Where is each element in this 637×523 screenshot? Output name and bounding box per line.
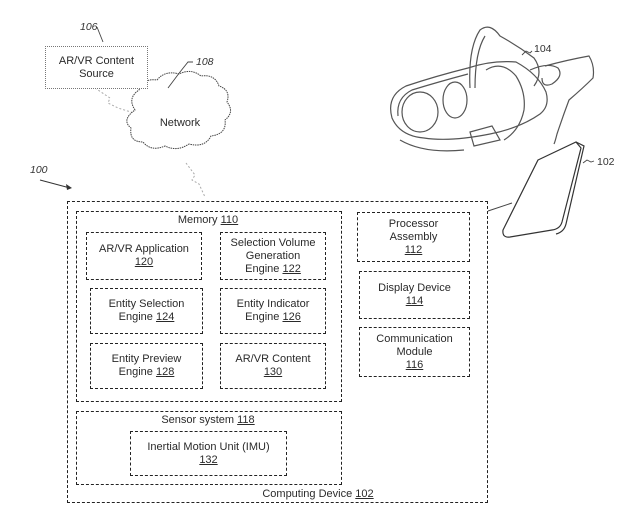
module-entity-selection-engine: Entity Selection Engine 124 bbox=[90, 288, 203, 334]
content-source-line1: AR/VR Content bbox=[58, 54, 135, 67]
leader-108 bbox=[167, 61, 193, 89]
network-cloud-icon bbox=[126, 70, 231, 150]
leader-102 bbox=[582, 159, 595, 164]
system-arrow-icon bbox=[39, 179, 71, 189]
communication-module-box: Communication Module 116 bbox=[359, 327, 470, 377]
module-selection-volume-engine: Selection Volume Generation Engine 122 bbox=[220, 232, 326, 280]
content-source-box: AR/VR Content Source bbox=[45, 46, 148, 89]
content-source-line2: Source bbox=[79, 67, 114, 80]
network-label: Network bbox=[159, 117, 201, 129]
leader-106 bbox=[96, 26, 104, 43]
memory-label: Memory 110 bbox=[177, 214, 239, 226]
display-device-box: Display Device 114 bbox=[359, 271, 470, 319]
ref-104: 104 bbox=[534, 43, 552, 55]
module-entity-indicator-engine: Entity Indicator Engine 126 bbox=[220, 288, 326, 334]
computing-device-label: Computing Device 102 bbox=[262, 488, 374, 500]
smartphone-illustration bbox=[502, 141, 585, 238]
vr-headset-illustration bbox=[390, 26, 595, 152]
sensor-system-label: Sensor system 118 bbox=[161, 414, 255, 426]
imu-box: Inertial Motion Unit (IMU) 132 bbox=[130, 431, 287, 476]
module-ar-vr-application: AR/VR Application 120 bbox=[86, 232, 202, 280]
wireless-link-network-device bbox=[185, 162, 206, 198]
ref-102-phone: 102 bbox=[597, 156, 615, 168]
ref-106: 106 bbox=[80, 21, 98, 33]
leader-104 bbox=[521, 50, 533, 56]
ref-100: 100 bbox=[30, 164, 48, 176]
arrowhead bbox=[66, 184, 72, 190]
ref-108: 108 bbox=[196, 56, 214, 68]
device-phone-connector bbox=[487, 202, 513, 212]
module-ar-vr-content: AR/VR Content 130 bbox=[220, 343, 326, 389]
wireless-link-source-network bbox=[94, 87, 135, 114]
processor-assembly-box: Processor Assembly 112 bbox=[357, 212, 470, 262]
module-entity-preview-engine: Entity Preview Engine 128 bbox=[90, 343, 203, 389]
